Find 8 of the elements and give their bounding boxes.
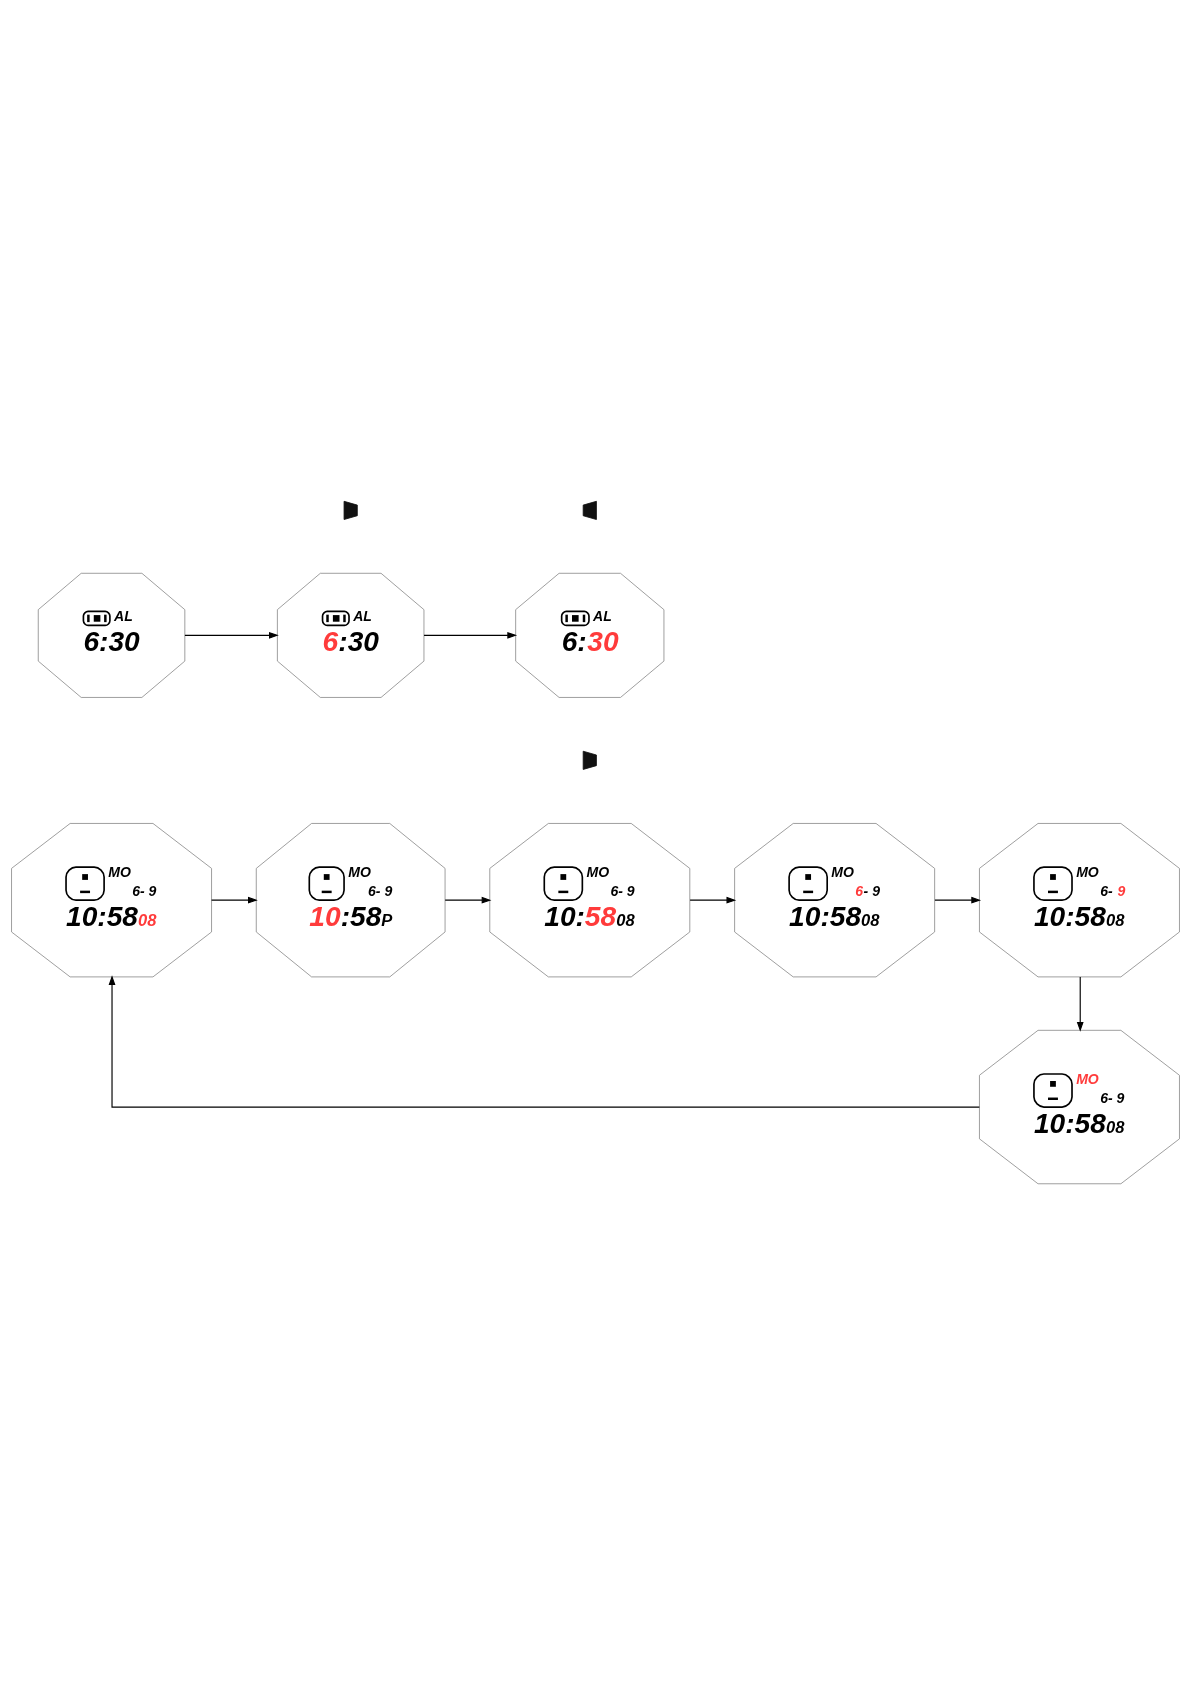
arrow <box>934 896 982 904</box>
arrow <box>108 975 980 1108</box>
arrow <box>1076 976 1084 1032</box>
arrow <box>211 896 258 904</box>
arrow <box>184 631 279 639</box>
arrow <box>689 896 737 904</box>
arrow <box>444 896 492 904</box>
arrow <box>423 631 518 639</box>
